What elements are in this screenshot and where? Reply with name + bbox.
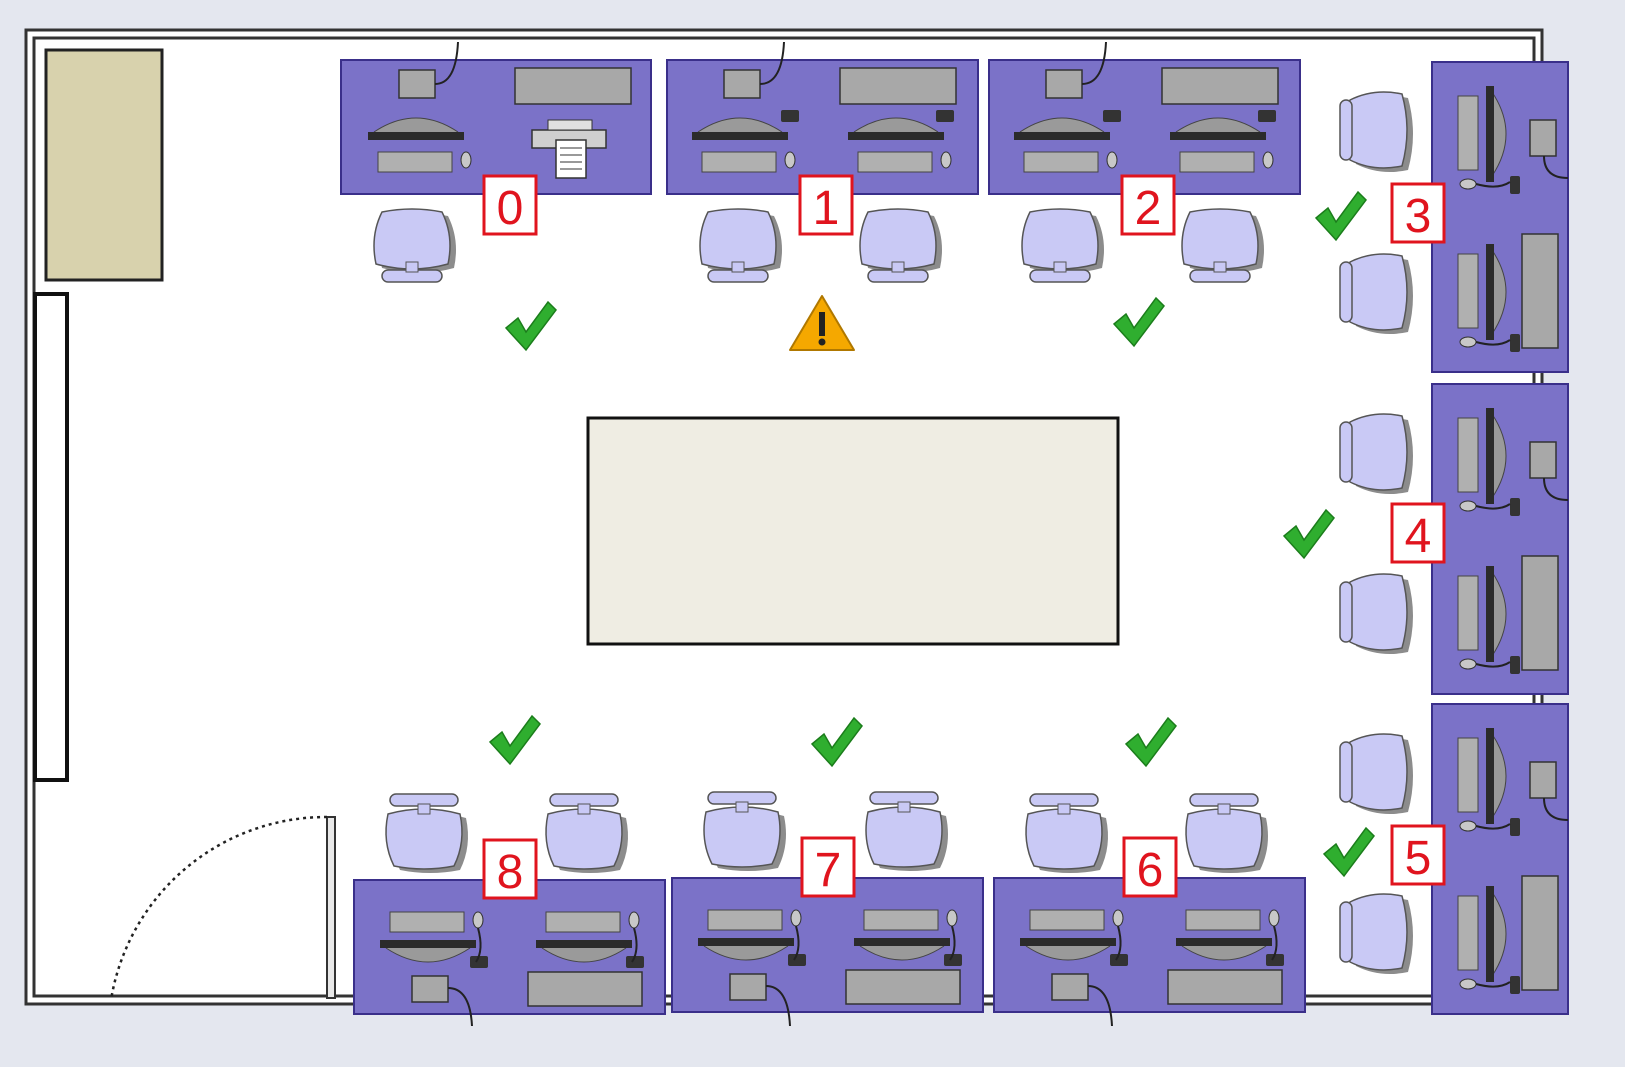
chair [1339,573,1414,655]
svg-text:1: 1 [813,182,840,235]
station-label-4: 4 [1390,502,1446,564]
chair [1339,893,1414,975]
desk-7 [671,877,984,1027]
station-label-1: 1 [798,174,854,236]
chair [1339,91,1414,173]
station-label-2: 2 [1120,174,1176,236]
chair [1339,733,1414,815]
left-wall-window [33,292,69,782]
svg-text:5: 5 [1405,832,1432,885]
station-label-8: 8 [482,838,538,900]
desk-1 [666,41,979,195]
svg-text:7: 7 [815,844,842,897]
svg-text:0: 0 [497,182,524,235]
station-label-3: 3 [1390,182,1446,244]
station-label-0: 0 [482,174,538,236]
entrance-door [109,815,336,1001]
storage-cabinet [44,48,164,282]
desk-6 [993,877,1306,1027]
printer-icon [531,119,607,179]
desk-0 [340,41,652,195]
svg-text:3: 3 [1405,190,1432,243]
meeting-table [586,416,1120,646]
svg-text:6: 6 [1137,844,1164,897]
desk-4 [1431,383,1569,695]
svg-text:4: 4 [1405,510,1432,563]
station-label-5: 5 [1390,824,1446,886]
station-label-6: 6 [1122,836,1178,898]
desk-3 [1431,61,1569,373]
chair [1339,413,1414,495]
station-label-7: 7 [800,836,856,898]
chair [1339,253,1414,335]
svg-text:2: 2 [1135,182,1162,235]
desk-5 [1431,703,1569,1015]
desk-2 [988,41,1301,195]
svg-text:8: 8 [497,846,524,899]
desk-8 [353,879,666,1027]
